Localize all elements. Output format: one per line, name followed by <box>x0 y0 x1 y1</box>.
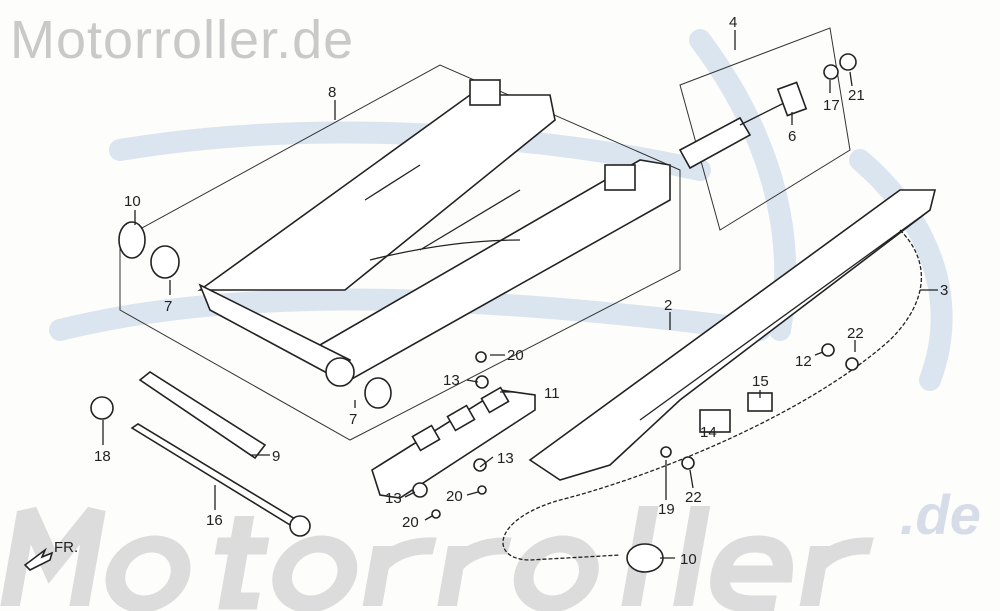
callout-22: 22 <box>847 325 864 342</box>
washer-19 <box>660 446 672 458</box>
callout-9: 9 <box>272 448 280 465</box>
swingarm-group-outline <box>119 64 681 441</box>
callout-7: 7 <box>164 298 172 315</box>
callout-10: 10 <box>680 551 697 568</box>
dust-seal-10 <box>118 221 146 259</box>
front-direction-label: FR. <box>54 539 78 556</box>
rubber-10-lower <box>626 543 664 573</box>
callout-20: 20 <box>507 347 524 364</box>
callout-20: 20 <box>446 488 463 505</box>
bushing-7-upper <box>150 245 180 279</box>
nut-18 <box>90 396 114 420</box>
callout-13: 13 <box>443 372 460 389</box>
front-direction-arrow <box>23 547 54 571</box>
callout-19: 19 <box>658 501 675 518</box>
callout-10: 10 <box>124 193 141 210</box>
watermark-swooshes <box>49 29 953 391</box>
callout-18: 18 <box>94 448 111 465</box>
callout-6: 6 <box>788 128 796 145</box>
callout-17: 17 <box>823 97 840 114</box>
callout-4: 4 <box>729 14 737 31</box>
chain-slider-11 <box>371 386 536 499</box>
callout-11: 11 <box>544 385 560 402</box>
callout-20: 20 <box>402 514 419 531</box>
callout-3: 3 <box>940 282 948 299</box>
callout-2: 2 <box>664 297 672 314</box>
callout-7: 7 <box>349 411 357 428</box>
callout-12: 12 <box>795 353 812 370</box>
callout-labels: 8 10 7 7 18 9 16 4 17 21 6 3 2 22 12 15 … <box>94 14 948 568</box>
drive-chain <box>502 229 922 561</box>
chain-adjuster <box>678 53 857 170</box>
watermark-suffix: .de <box>900 483 981 546</box>
collar-9 <box>138 371 267 460</box>
callout-8: 8 <box>328 84 336 101</box>
callout-13: 13 <box>385 490 402 507</box>
bushing-7-lower <box>364 377 392 409</box>
adjuster-group-outline <box>679 27 851 231</box>
bolt-22-upper <box>845 357 859 371</box>
callout-14: 14 <box>700 424 717 441</box>
callout-16: 16 <box>206 512 223 529</box>
watermark-bottom-logo <box>0 506 874 611</box>
watermark-top: Motorroller.de <box>10 10 355 70</box>
chain-case <box>528 189 937 481</box>
callout-22: 22 <box>685 489 702 506</box>
callout-15: 15 <box>752 373 769 390</box>
callout-21: 21 <box>848 87 865 104</box>
bolt-22-lower <box>681 456 695 470</box>
washer-12 <box>821 343 835 357</box>
swingarm <box>197 79 671 387</box>
callout-13: 13 <box>497 450 514 467</box>
